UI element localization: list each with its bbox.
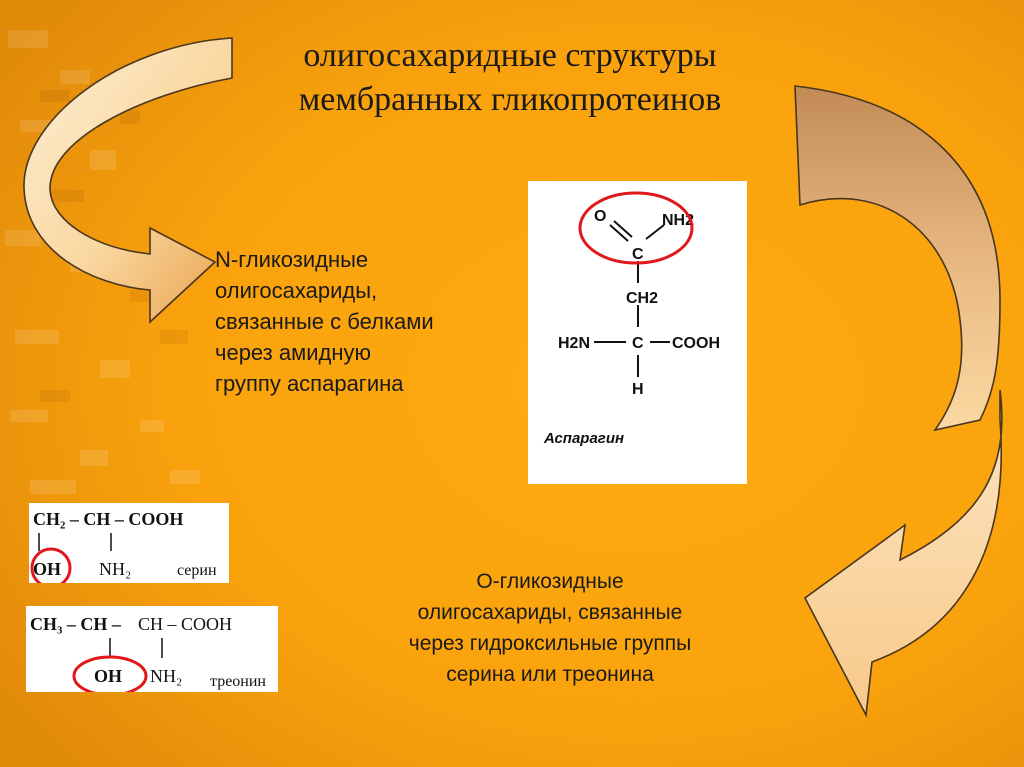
- threonine-oh-highlight-circle: [72, 655, 148, 692]
- asn-c-mid: C: [632, 335, 644, 352]
- threonine-row1-left: CH₃ – CH –: [30, 614, 122, 634]
- threonine-oh: OH: [94, 666, 122, 686]
- asn-cooh: COOH: [672, 335, 720, 352]
- asn-c-top: C: [632, 246, 644, 263]
- o-line-1: О-гликозидные: [476, 570, 624, 593]
- serine-nh2: NH₂: [99, 559, 131, 579]
- threonine-row1-right: CH – COOH: [138, 614, 232, 634]
- serine-oh: OH: [33, 559, 61, 579]
- o-line-3: через гидроксильные группы: [408, 632, 692, 655]
- o-line-2: олигосахариды, связанные: [417, 601, 683, 624]
- n-line-2: олигосахариды,: [215, 278, 378, 303]
- asn-h2n: H2N: [558, 335, 590, 352]
- title-line-1: олигосахаридные структуры: [303, 37, 717, 74]
- serine-row1: CH₂ – CH – COOH: [33, 509, 183, 529]
- slide-title: олигосахаридные структуры мембранных гли…: [150, 34, 870, 122]
- asparagine-formula: O NH2 C CH2 H2N C COOH H Аспарагин: [543, 191, 720, 447]
- title-line-2: мембранных гликопротеинов: [298, 81, 722, 118]
- asn-h: H: [632, 381, 644, 398]
- n-line-4: через амидную: [215, 340, 372, 365]
- n-glycoside-description: N-гликозидные олигосахариды, связанные с…: [215, 244, 525, 399]
- threonine-structure-panel: CH₃ – CH – CH – COOH OH NH₂ треонин: [26, 606, 278, 692]
- n-line-5: группу аспарагина: [215, 371, 404, 396]
- threonine-nh2: NH₂: [150, 666, 182, 686]
- serine-oh-highlight-circle: [30, 547, 72, 583]
- threonine-label: треонин: [210, 673, 266, 690]
- n-line-1: N-гликозидные: [215, 247, 369, 272]
- asn-ch2: CH2: [626, 290, 658, 307]
- right-curved-arrow: [794, 85, 1001, 432]
- o-line-4: серина или треонина: [446, 663, 654, 686]
- n-line-3: связанные с белками: [215, 309, 434, 334]
- amide-highlight-circle: [578, 191, 694, 265]
- asparagine-structure-panel: O NH2 C CH2 H2N C COOH H Аспарагин: [528, 181, 747, 484]
- serine-label: серин: [177, 562, 217, 579]
- left-curved-arrow: [23, 37, 233, 324]
- asn-o: O: [594, 208, 606, 225]
- o-glycoside-description: О-гликозидные олигосахариды, связанные ч…: [330, 566, 770, 690]
- asn-nh2-top: NH2: [662, 212, 694, 229]
- asn-caption: Аспарагин: [543, 430, 624, 447]
- serine-structure-panel: CH₂ – CH – COOH OH NH₂ серин: [29, 503, 229, 583]
